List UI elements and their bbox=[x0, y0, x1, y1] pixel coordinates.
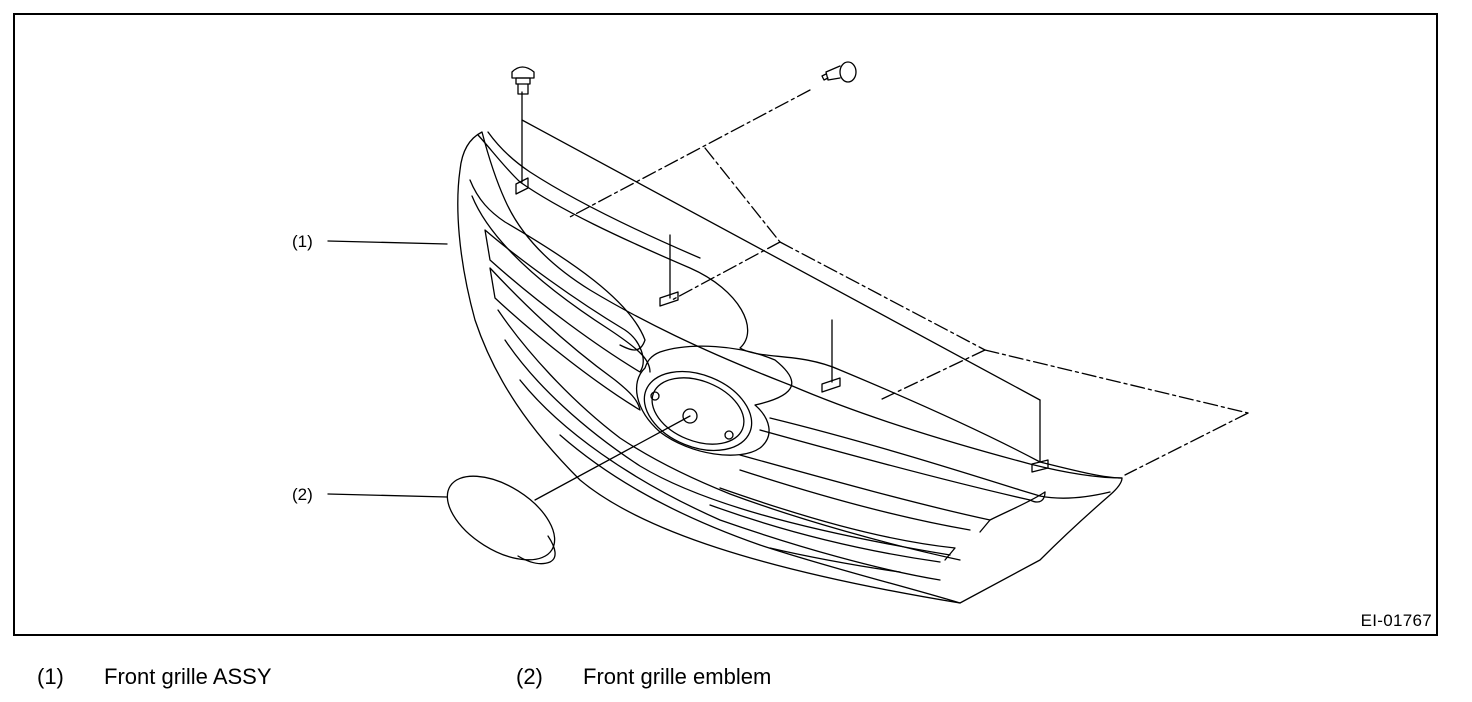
clip-leader-lines bbox=[521, 91, 1041, 463]
screw-fastener bbox=[821, 61, 857, 83]
clip-fastener-top bbox=[511, 66, 535, 95]
callout-1-leader bbox=[327, 240, 448, 245]
front-grille-assy bbox=[457, 131, 1123, 604]
figure-id: EI-01767 bbox=[1360, 611, 1432, 630]
legend-item-2-text: Front grille emblem bbox=[583, 664, 772, 689]
clip-slots bbox=[515, 177, 1049, 473]
legend: (1) Front grille ASSY (2) Front grille e… bbox=[0, 664, 1472, 694]
legend-item-1-number: (1) bbox=[37, 664, 64, 689]
hood-phantom-lines bbox=[567, 89, 1249, 476]
emblem-mount bbox=[635, 345, 793, 456]
front-grille-emblem bbox=[446, 475, 556, 565]
callout-2-leader bbox=[327, 493, 448, 498]
front-grille-diagram: (1) (2) bbox=[292, 61, 1249, 604]
emblem-leader-line bbox=[534, 415, 691, 501]
legend-item-2-number: (2) bbox=[516, 664, 543, 689]
legend-item-1-text: Front grille ASSY bbox=[104, 664, 272, 689]
callout-2-label: (2) bbox=[292, 485, 313, 504]
callout-1-label: (1) bbox=[292, 232, 313, 251]
figure-frame bbox=[13, 13, 1438, 636]
